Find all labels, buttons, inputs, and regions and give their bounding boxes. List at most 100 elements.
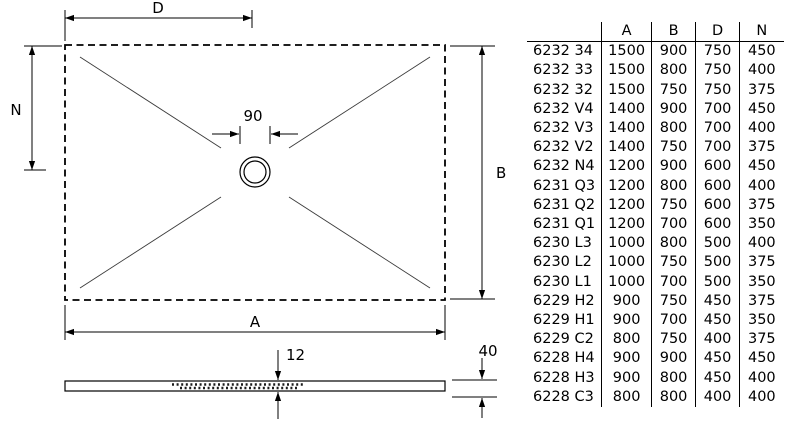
model-cell: 6231 Q3 [533, 177, 596, 194]
column-header: B [651, 22, 696, 43]
value-cell: 500 [695, 253, 740, 273]
dimension-B: B [450, 45, 506, 300]
value-cell: 375 [739, 291, 784, 312]
value-cell: 600 [695, 157, 740, 177]
value-cell: 900 [601, 349, 652, 369]
value-cell: 375 [739, 253, 784, 273]
total-height-label: 40 [478, 342, 497, 360]
value-cell: 400 [695, 330, 740, 350]
value-cell: 350 [739, 215, 784, 235]
drain-fall-lines [79, 56, 431, 289]
value-cell: 750 [651, 330, 696, 350]
dimension-D-label: D [152, 0, 164, 17]
value-cell: 450 [695, 368, 740, 388]
value-cell: 400 [739, 387, 784, 408]
model-cell: 6230 L3 [533, 235, 592, 252]
value-cell: 750 [695, 61, 740, 81]
value-cell: 700 [651, 215, 696, 235]
value-cell: 750 [651, 195, 696, 216]
value-cell: 1500 [601, 61, 652, 81]
dimension-A: A [64, 305, 446, 340]
value-cell: 750 [651, 253, 696, 273]
value-cell: 500 [695, 272, 740, 292]
value-cell: 900 [651, 41, 696, 62]
dimension-N: N [10, 45, 62, 171]
value-cell: 450 [739, 41, 784, 62]
value-cell: 1200 [601, 215, 652, 235]
value-cell: 700 [695, 138, 740, 158]
dimension-D: D [64, 0, 253, 41]
value-cell: 800 [651, 234, 696, 254]
value-cell: 1000 [601, 253, 652, 273]
model-cell: 6230 L1 [533, 273, 592, 290]
value-cell: 450 [739, 157, 784, 177]
value-cell: 375 [739, 80, 784, 100]
value-cell: 600 [695, 195, 740, 216]
value-cell: 750 [695, 80, 740, 100]
model-cell: 6231 Q2 [533, 196, 596, 213]
value-cell: 700 [695, 119, 740, 139]
dimension-height-40: 40 [452, 342, 498, 418]
value-cell: 800 [601, 387, 652, 408]
dimension-A-label: A [250, 313, 261, 331]
value-cell: 500 [695, 234, 740, 254]
value-cell: 350 [739, 311, 784, 331]
value-cell: 800 [651, 387, 696, 408]
column-header: D [695, 22, 740, 43]
value-cell: 450 [695, 291, 740, 312]
drain-diameter-label: 90 [243, 107, 262, 125]
value-cell: 600 [695, 176, 740, 196]
value-cell: 1400 [601, 119, 652, 139]
model-cell: 6229 H2 [533, 292, 595, 309]
value-cell: 750 [695, 41, 740, 62]
model-cell: 6232 V3 [533, 120, 594, 137]
value-cell: 750 [651, 138, 696, 158]
tray-technical-drawing: 90 D N A B [10, 0, 506, 419]
dimension-N-label: N [10, 101, 21, 119]
dimension-thickness-12: 12 [274, 346, 305, 419]
value-cell: 700 [695, 99, 740, 120]
value-cell: 900 [651, 349, 696, 369]
model-cell: 6230 L2 [533, 254, 592, 271]
value-cell: 1000 [601, 272, 652, 292]
value-cell: 450 [695, 349, 740, 369]
value-cell: 1000 [601, 234, 652, 254]
value-cell: 1200 [601, 195, 652, 216]
value-cell: 900 [601, 311, 652, 331]
model-cell: 6232 32 [533, 81, 593, 98]
value-cell: 375 [739, 195, 784, 216]
value-cell: 450 [695, 311, 740, 331]
value-cell: 1400 [601, 138, 652, 158]
model-column-header [527, 22, 602, 43]
model-cell: 6228 C3 [533, 388, 594, 405]
value-cell: 800 [651, 176, 696, 196]
value-cell: 375 [739, 330, 784, 350]
value-cell: 450 [739, 99, 784, 120]
model-cell: 6232 V4 [533, 100, 594, 117]
model-cell: 6229 H1 [533, 312, 595, 329]
drain-opening [239, 156, 271, 188]
model-cell: 6229 C2 [533, 331, 594, 348]
value-cell: 1500 [601, 41, 652, 62]
value-cell: 400 [739, 176, 784, 196]
dimension-drain-diameter: 90 [212, 107, 298, 144]
model-cell: 6232 N4 [533, 158, 595, 175]
value-cell: 800 [601, 330, 652, 350]
value-cell: 600 [695, 215, 740, 235]
dimension-B-label: B [496, 164, 506, 182]
